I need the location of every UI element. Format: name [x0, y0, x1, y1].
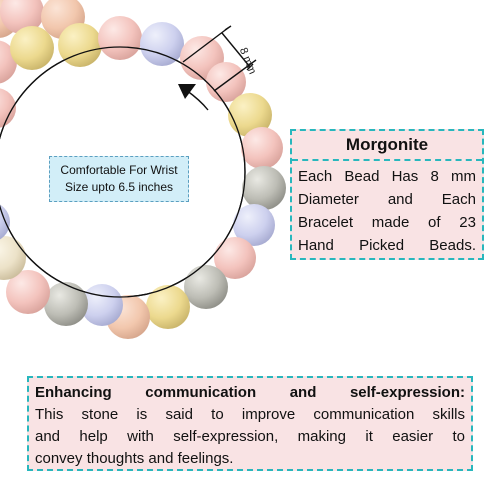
bead — [214, 237, 256, 279]
info-line: Each Bead Has 8 mm — [298, 168, 476, 185]
bead — [241, 127, 283, 169]
bead — [44, 282, 88, 326]
bead — [6, 270, 50, 314]
bead-ring — [0, 0, 286, 339]
bead — [140, 22, 184, 66]
bead — [58, 23, 102, 67]
bead — [228, 93, 272, 137]
bead — [10, 26, 54, 70]
stone-name-title: Morgonite — [292, 131, 482, 161]
bead — [233, 204, 275, 246]
benefit-heading: Enhancing communication and self-express… — [35, 384, 465, 401]
info-line: Diameter and Each — [298, 191, 476, 208]
bead — [81, 284, 123, 326]
bead — [0, 88, 16, 128]
wrist-note-line-2: Size upto 6.5 inches — [64, 180, 174, 194]
benefit-panel: Enhancing communication and self-express… — [27, 376, 473, 471]
bracelet-inner-outline — [0, 46, 246, 298]
stone-info-text: Each Bead Has 8 mm Diameter and Each Bra… — [292, 161, 482, 257]
bead — [98, 16, 142, 60]
measure-bracket-icon — [182, 25, 257, 92]
info-line: Bracelet made of 23 — [298, 214, 476, 231]
benefit-line: and help with self-expression, making it… — [35, 428, 465, 445]
wrist-size-note: Comfortable For Wrist Size upto 6.5 inch… — [49, 156, 189, 202]
wrist-note-line-1: Comfortable For Wrist — [60, 163, 178, 177]
info-line: Hand Picked Beads. — [298, 237, 476, 254]
bead — [242, 166, 286, 210]
benefit-line: convey thoughts and feelings. — [35, 450, 234, 467]
bead — [184, 265, 228, 309]
bead — [146, 285, 190, 329]
bead — [0, 0, 44, 34]
direction-arrow-icon — [178, 84, 209, 111]
stone-info-panel: Morgonite Each Bead Has 8 mm Diameter an… — [290, 129, 484, 260]
benefit-line: This stone is said to improve communicat… — [35, 406, 465, 423]
